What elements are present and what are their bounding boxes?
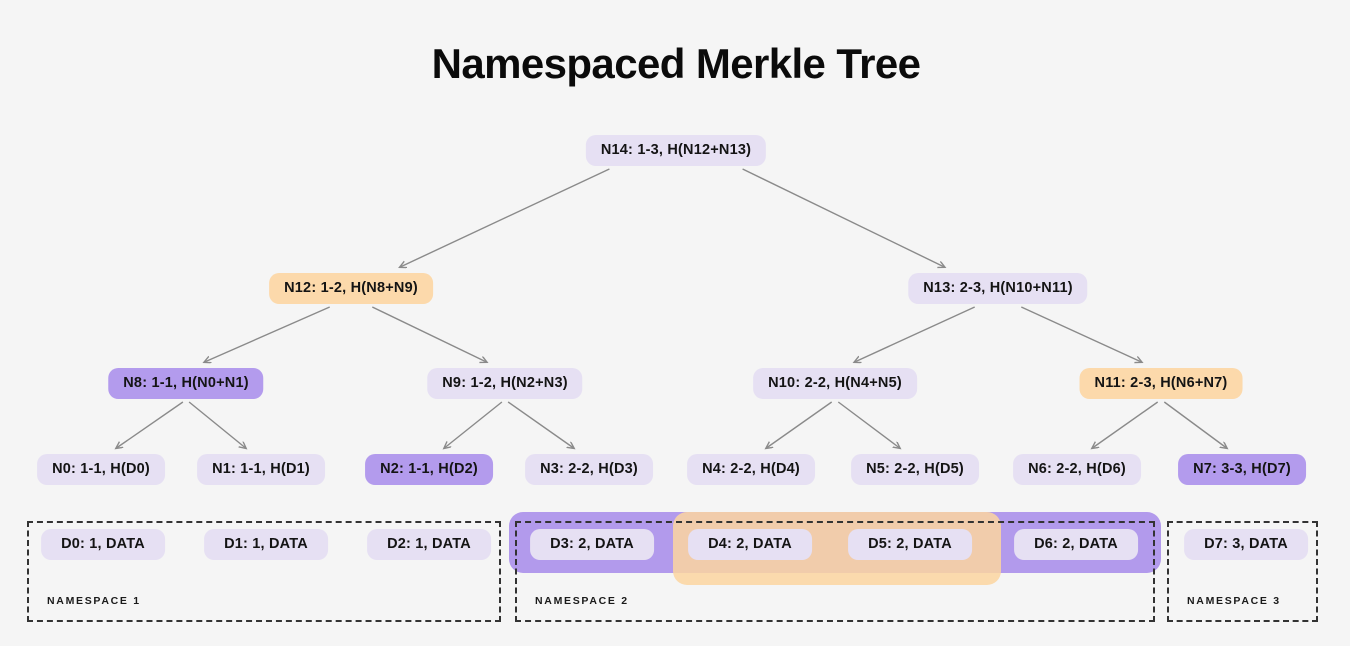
namespace-3-box: NAMESPACE 3: [1167, 521, 1318, 622]
namespace-1-label: NAMESPACE 1: [47, 595, 141, 607]
tree-node-n10: N10: 2-2, H(N4+N5): [753, 368, 917, 399]
data-node-d5: D5: 2, DATA: [848, 529, 972, 560]
diagram-title: Namespaced Merkle Tree: [431, 40, 921, 87]
data-node-d4: D4: 2, DATA: [688, 529, 812, 560]
edge-N13-N11: [1021, 306, 1141, 362]
data-node-d7: D7: 3, DATA: [1184, 529, 1308, 560]
tree-node-n2: N2: 1-1, H(D2): [365, 454, 493, 485]
tree-node-n0: N0: 1-1, H(D0): [37, 454, 165, 485]
tree-node-n8: N8: 1-1, H(N0+N1): [108, 368, 264, 399]
data-node-d6: D6: 2, DATA: [1014, 529, 1138, 560]
edge-N14-N12: [400, 168, 610, 267]
tree-node-n14: N14: 1-3, H(N12+N13): [585, 135, 767, 166]
edge-N10-N4: [766, 401, 833, 448]
edge-N8-N1: [188, 401, 246, 448]
data-node-d1: D1: 1, DATA: [204, 529, 328, 560]
edge-N11-N6: [1092, 401, 1159, 448]
tree-node-n12: N12: 1-2, H(N8+N9): [269, 273, 433, 304]
tree-node-n4: N4: 2-2, H(D4): [687, 454, 815, 485]
data-node-d2: D2: 1, DATA: [367, 529, 491, 560]
tree-node-n13: N13: 2-3, H(N10+N11): [908, 273, 1088, 304]
data-node-d0: D0: 1, DATA: [41, 529, 165, 560]
namespace-2-label: NAMESPACE 2: [535, 595, 629, 607]
tree-node-n5: N5: 2-2, H(D5): [851, 454, 979, 485]
edge-N8-N0: [116, 401, 184, 448]
edge-N11-N7: [1163, 401, 1226, 448]
tree-node-n7: N7: 3-3, H(D7): [1178, 454, 1306, 485]
data-node-d3: D3: 2, DATA: [530, 529, 654, 560]
edge-N10-N5: [837, 401, 899, 448]
tree-node-n9: N9: 1-2, H(N2+N3): [427, 368, 583, 399]
tree-node-n3: N3: 2-2, H(D3): [525, 454, 653, 485]
edge-N13-N10: [855, 306, 975, 362]
namespace-2-box: NAMESPACE 2: [515, 521, 1155, 622]
tree-node-n6: N6: 2-2, H(D6): [1013, 454, 1141, 485]
namespace-1-box: NAMESPACE 1: [27, 521, 501, 622]
edge-N14-N13: [742, 168, 945, 267]
namespace-3-label: NAMESPACE 3: [1187, 595, 1281, 607]
edge-N9-N3: [507, 401, 573, 448]
tree-node-n1: N1: 1-1, H(D1): [197, 454, 325, 485]
edge-N9-N2: [444, 401, 503, 448]
edge-N12-N8: [205, 306, 330, 362]
edge-N12-N9: [371, 306, 486, 362]
tree-node-n11: N11: 2-3, H(N6+N7): [1079, 368, 1243, 399]
